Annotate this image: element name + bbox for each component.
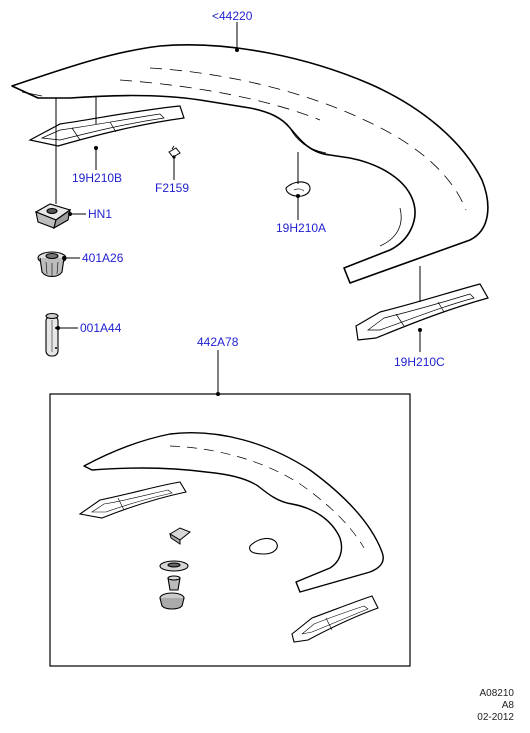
spoiler-detail-lines: [119, 67, 467, 211]
rear-spoiler: [11, 44, 489, 284]
kit-washer: [159, 560, 189, 572]
kit-spoiler: [83, 432, 384, 593]
callout-442a78: 442A78: [197, 335, 239, 349]
leader-dots: [56, 48, 422, 396]
kit-clip: [169, 527, 191, 545]
reference-code: A08210: [479, 688, 514, 699]
reference-revision: A8: [501, 700, 514, 711]
reference-date: 02-2012: [477, 712, 514, 723]
seal-19h210b: [28, 105, 185, 147]
callout-44220: <44220: [212, 9, 253, 23]
callout-19h210c: 19H210C: [394, 355, 445, 369]
clip-f2159: [168, 145, 181, 158]
seal-19h210c: [355, 283, 489, 341]
kit-grommet: [159, 575, 185, 610]
callout-f2159: F2159: [155, 181, 189, 195]
callout-001a44: 001A44: [80, 321, 122, 335]
callout-19h210b: 19H210B: [72, 171, 122, 185]
callout-hn1: HN1: [88, 207, 112, 221]
nut-hn1: [34, 203, 72, 230]
pad-19h210a: [285, 181, 311, 197]
callout-19h210a: 19H210A: [276, 221, 326, 235]
leader-lines: [55, 22, 421, 394]
kit-spoiler-detail: [169, 445, 365, 549]
kit-seal-upper: [78, 481, 187, 519]
spoiler-edge-detail: [21, 91, 402, 247]
drawing-reference: A08210 A8 02-2012: [477, 688, 514, 724]
kit-box: [49, 393, 411, 667]
kit-pad: [249, 537, 278, 555]
pin-001a44: [45, 312, 59, 357]
grommet-401a26: [37, 251, 67, 278]
kit-seal-lower: [291, 595, 379, 643]
callout-401a26: 401A26: [82, 251, 124, 265]
